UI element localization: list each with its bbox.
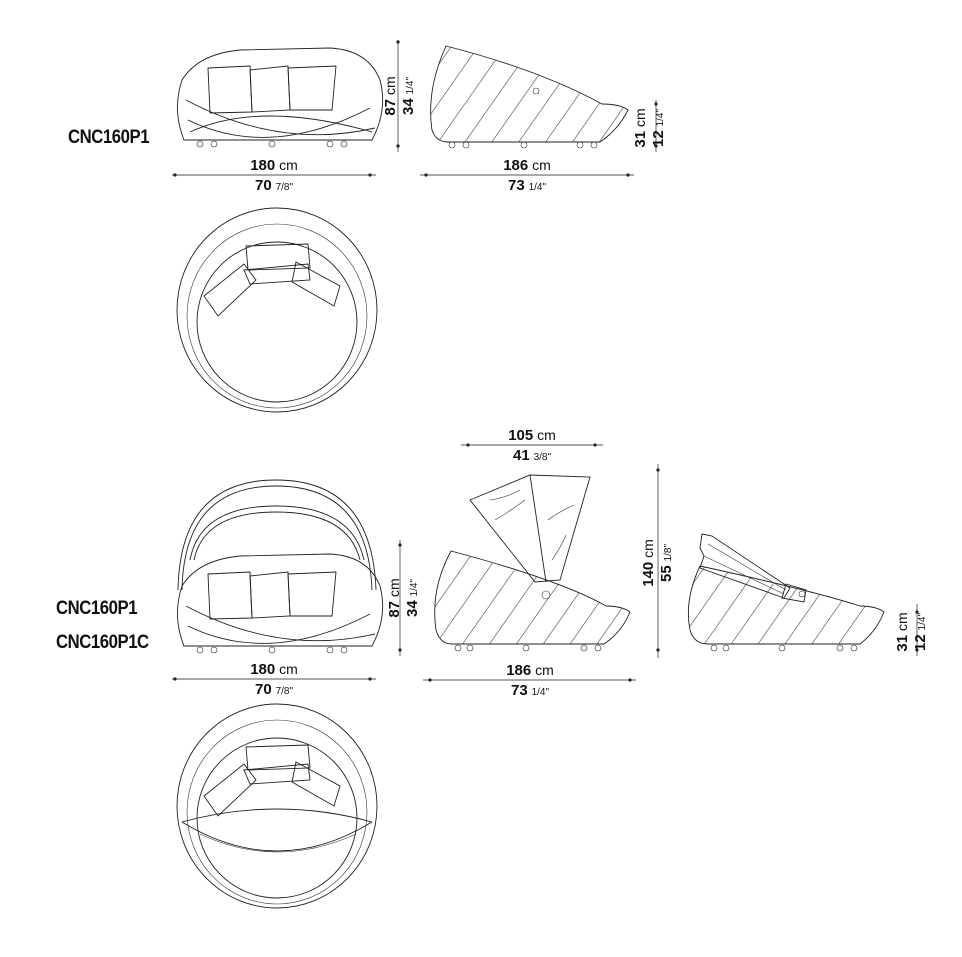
dim-fraction: 1/4" <box>405 76 416 95</box>
dimension-width-inches: 70 7/8" <box>174 681 374 700</box>
dimension-seat-height-inches: 12 1/4" <box>912 602 929 662</box>
dim-fraction: 1/4" <box>917 612 928 631</box>
dim-value: 140 <box>640 561 657 587</box>
dim-value: 70 <box>254 681 272 698</box>
dimension-canopy-width-cm: 105 cm <box>432 427 632 444</box>
dim-value: 180 <box>250 157 276 174</box>
dim-value: 70 <box>254 177 272 194</box>
front-view-daybed-with-canopy <box>177 479 384 654</box>
dim-unit: cm <box>537 427 556 443</box>
dimension-length-inches: 73 1/4" <box>427 177 627 196</box>
dim-value: 31 <box>632 130 649 148</box>
dim-fraction: 7/8" <box>275 182 294 193</box>
dim-unit: cm <box>279 157 298 173</box>
dimension-length-cm: 186 cm <box>430 662 630 679</box>
dim-fraction: 1/8" <box>663 543 674 562</box>
model-code-cnc160p1: CNC160P1 <box>56 598 138 619</box>
dim-value: 186 <box>503 157 529 174</box>
dim-value: 87 <box>386 600 403 618</box>
dimension-width-inches: 70 7/8" <box>174 177 374 196</box>
dimension-total-height-inches: 55 1/8" <box>658 513 675 613</box>
dim-unit: cm <box>640 539 656 558</box>
dim-unit: cm <box>894 612 910 632</box>
dim-value: 73 <box>510 682 528 699</box>
dim-fraction: 3/8" <box>533 452 552 463</box>
dim-value: 12 <box>912 634 929 652</box>
front-view-daybed <box>177 47 384 148</box>
dimension-height-cm: 87 cm <box>382 46 399 146</box>
dimension-height-inches: 34 1/4" <box>404 548 421 648</box>
dim-unit: cm <box>382 76 398 96</box>
dimension-length-inches: 73 1/4" <box>430 682 630 701</box>
model-code-cnc160p1: CNC160P1 <box>68 127 150 148</box>
dimension-height-cm: 87 cm <box>386 548 403 648</box>
dimension-seat-height-inches: 12 1/4" <box>650 98 667 158</box>
side-view-canopy-open <box>434 474 631 652</box>
dim-value: 12 <box>650 130 667 148</box>
dim-unit: cm <box>279 661 298 677</box>
top-view-daybed-with-canopy <box>176 703 378 909</box>
dim-value: 41 <box>512 447 530 464</box>
dim-value: 34 <box>400 98 417 116</box>
dim-value: 87 <box>382 98 399 116</box>
dimension-height-inches: 34 1/4" <box>400 46 417 146</box>
dim-value: 186 <box>506 662 532 679</box>
dim-unit: cm <box>532 157 551 173</box>
dim-unit: cm <box>632 108 648 128</box>
side-view-daybed <box>430 45 629 149</box>
dim-unit: cm <box>535 662 554 678</box>
dimension-total-height-cm: 140 cm <box>640 513 657 613</box>
dim-fraction: 1/4" <box>531 687 550 698</box>
side-view-canopy-folded <box>687 533 885 652</box>
dim-fraction: 1/4" <box>528 182 547 193</box>
dimension-length-cm: 186 cm <box>427 157 627 174</box>
dimension-width-cm: 180 cm <box>174 661 374 678</box>
dim-unit: cm <box>386 578 402 598</box>
dimension-lines <box>172 40 919 682</box>
dim-value: 105 <box>508 427 534 444</box>
dim-value: 73 <box>507 177 525 194</box>
dim-value: 31 <box>894 634 911 652</box>
dim-fraction: 1/4" <box>409 578 420 597</box>
dim-value: 55 <box>658 565 675 583</box>
dim-fraction: 1/4" <box>655 108 666 127</box>
dimension-seat-height-cm: 31 cm <box>632 98 649 158</box>
dimension-seat-height-cm: 31 cm <box>894 602 911 662</box>
dim-value: 34 <box>404 600 421 618</box>
dimension-width-cm: 180 cm <box>174 157 374 174</box>
dimension-canopy-width-inches: 41 3/8" <box>432 447 632 466</box>
dim-value: 180 <box>250 661 276 678</box>
top-view-daybed <box>176 207 378 413</box>
model-code-cnc160p1c: CNC160P1C <box>56 632 149 653</box>
dim-fraction: 7/8" <box>275 686 294 697</box>
